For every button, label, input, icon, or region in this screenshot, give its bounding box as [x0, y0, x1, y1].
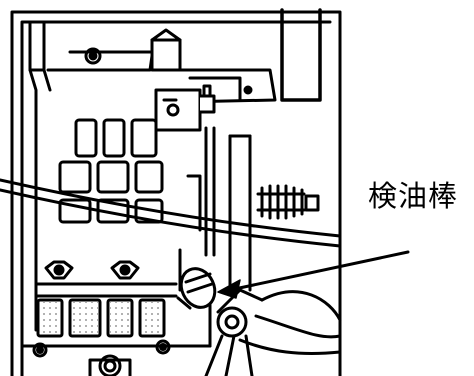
lower-casting	[20, 282, 212, 348]
shafts	[178, 126, 252, 292]
left-bar	[28, 20, 52, 332]
oil-gauge-label: 検油棒	[368, 179, 459, 213]
stipple-fill	[40, 302, 162, 334]
bottom-screws	[32, 339, 171, 376]
wing-nuts	[44, 260, 140, 280]
gear	[256, 184, 320, 220]
callout-arrow	[217, 250, 410, 299]
oil-gauge-plug	[176, 267, 217, 310]
tube	[0, 178, 342, 248]
needle-bracket	[150, 28, 216, 132]
top-screw	[84, 47, 102, 65]
lower-right-mechanism	[204, 288, 342, 376]
